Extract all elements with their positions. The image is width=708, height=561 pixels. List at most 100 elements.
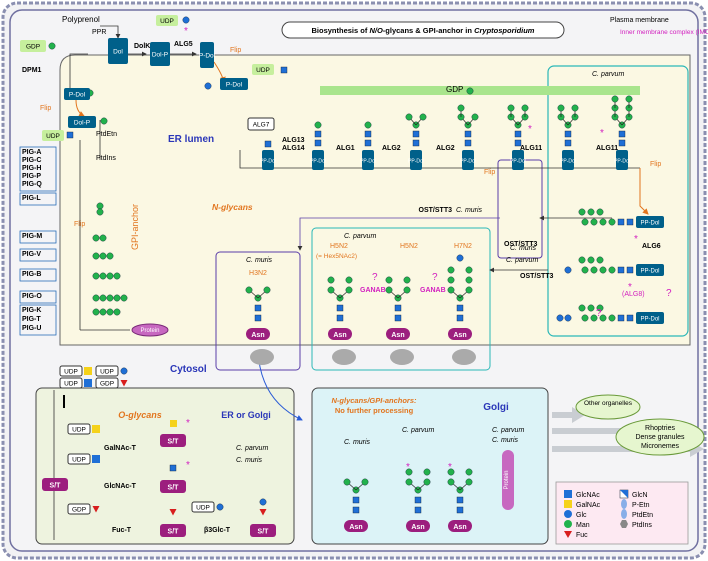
n-glycans-label: N-glycans xyxy=(212,202,253,212)
man-circle xyxy=(507,104,515,112)
dolk-label: DolK xyxy=(134,43,150,50)
gdp-box-left-label: GDP xyxy=(26,44,40,51)
star: * xyxy=(186,460,190,471)
h5n2-label-1: H5N2 xyxy=(330,243,348,250)
man-circle xyxy=(99,252,107,260)
man-circle xyxy=(106,294,114,302)
pig-bracket xyxy=(19,192,57,206)
pig-pig-p: PIG-P xyxy=(22,173,41,180)
alg2-label: ALG2 xyxy=(382,145,401,152)
ost-label-1: OST/STT3 xyxy=(504,241,538,248)
glcnac-square xyxy=(456,304,464,312)
man-circle xyxy=(403,276,411,284)
parvum-label-mid: C. parvum xyxy=(344,233,376,240)
asn-label: Asn xyxy=(333,332,346,339)
asn-label: Asn xyxy=(391,332,404,339)
man-circle xyxy=(596,208,604,216)
man-circle xyxy=(556,314,564,322)
parvum-label-golgi-2: C. parvum xyxy=(492,427,524,434)
st-pill xyxy=(160,480,186,493)
man-circle xyxy=(456,254,464,262)
dol-box-label: Dol xyxy=(113,49,123,56)
man-circle xyxy=(590,314,598,322)
man-circle xyxy=(106,308,114,316)
gdp-box-o xyxy=(95,377,119,389)
glcnac-square xyxy=(464,139,472,147)
man-circle xyxy=(92,272,100,280)
udp-box-3-label: UDP xyxy=(46,133,60,140)
pp-dol-box-right-label: PP-Dol xyxy=(640,317,659,323)
pp-dol-box xyxy=(562,150,574,170)
fuc-triangle xyxy=(259,509,267,516)
fuc-triangle xyxy=(169,509,177,516)
legend-label: Fuc xyxy=(576,532,588,539)
legend-label: Man xyxy=(576,522,590,529)
glycan-layer xyxy=(48,16,634,516)
man-circle xyxy=(327,276,335,284)
man-circle xyxy=(423,478,431,486)
man-circle xyxy=(96,202,104,210)
man-circle xyxy=(465,478,473,486)
muris-box xyxy=(215,251,301,371)
man-circle xyxy=(557,104,565,112)
muris-label-ost: C. muris xyxy=(456,207,483,214)
man-circle xyxy=(457,104,465,112)
parvum-label-ost: C. parvum xyxy=(506,257,538,264)
man-circle xyxy=(465,276,473,284)
ganab-label-2: GANAB xyxy=(420,287,446,294)
man-circle xyxy=(596,304,604,312)
legend-swatch xyxy=(564,500,572,508)
man-circle xyxy=(106,272,114,280)
plasma-membrane-label: Plasma membrane xyxy=(610,17,669,24)
er-or-golgi-label: ER or Golgi xyxy=(221,410,271,420)
man-circle xyxy=(100,117,108,125)
glc-circle xyxy=(204,82,212,90)
udp-box-o3 xyxy=(59,377,83,389)
glcnac-square xyxy=(314,130,322,138)
galnac-t-label: GalNAc-T xyxy=(104,445,137,452)
man-circle xyxy=(587,256,595,264)
st-label: S/T xyxy=(168,529,180,536)
legend-label: GalNAc xyxy=(576,502,601,509)
man-circle xyxy=(113,308,121,316)
question-mark: ? xyxy=(432,272,438,283)
pig-pig-u: PIG-U xyxy=(22,325,41,332)
alg1-label: ALG1 xyxy=(336,145,355,152)
man-circle xyxy=(590,218,598,226)
man-circle xyxy=(471,113,479,121)
dol-p-box-1-label: Dol-P xyxy=(152,52,168,59)
man-circle xyxy=(447,286,455,294)
connector-layer xyxy=(53,25,649,540)
asn-pill xyxy=(448,520,472,532)
legend-swatch xyxy=(620,520,628,528)
gdp-box-o-label: GDP xyxy=(100,381,114,388)
asn-label: Asn xyxy=(349,524,362,531)
alg7-box-label: ALG7 xyxy=(253,122,270,129)
udp-box-2 xyxy=(252,64,274,75)
glcnac-square xyxy=(394,304,402,312)
polyprenol-label: Polyprenol xyxy=(62,15,100,24)
udp-box-3 xyxy=(42,130,64,141)
star: * xyxy=(634,234,638,245)
man-circle xyxy=(590,266,598,274)
star: * xyxy=(600,128,604,139)
st-label: S/T xyxy=(50,483,62,490)
glcnac-square xyxy=(414,496,422,504)
glcnac-square xyxy=(617,266,625,274)
golgi-note-1: N-glycans/GPI-anchors: xyxy=(331,396,417,405)
glcnac-square xyxy=(564,130,572,138)
glcnac-square xyxy=(626,218,634,226)
pig-bracket xyxy=(19,304,57,336)
man-circle xyxy=(608,314,616,322)
ost-label-2: OST/STT3 xyxy=(419,207,453,214)
man-circle xyxy=(99,308,107,316)
flip-label-3: Flip xyxy=(74,221,85,228)
muris-label-mid: C. muris xyxy=(246,257,273,264)
golgi-label: Golgi xyxy=(483,402,509,413)
pp-dol-box-label: PP-Dol xyxy=(560,159,576,165)
glc-circle xyxy=(182,16,190,24)
p-dol-box-3 xyxy=(64,88,90,100)
pig-pig-o: PIG-O xyxy=(22,293,42,300)
